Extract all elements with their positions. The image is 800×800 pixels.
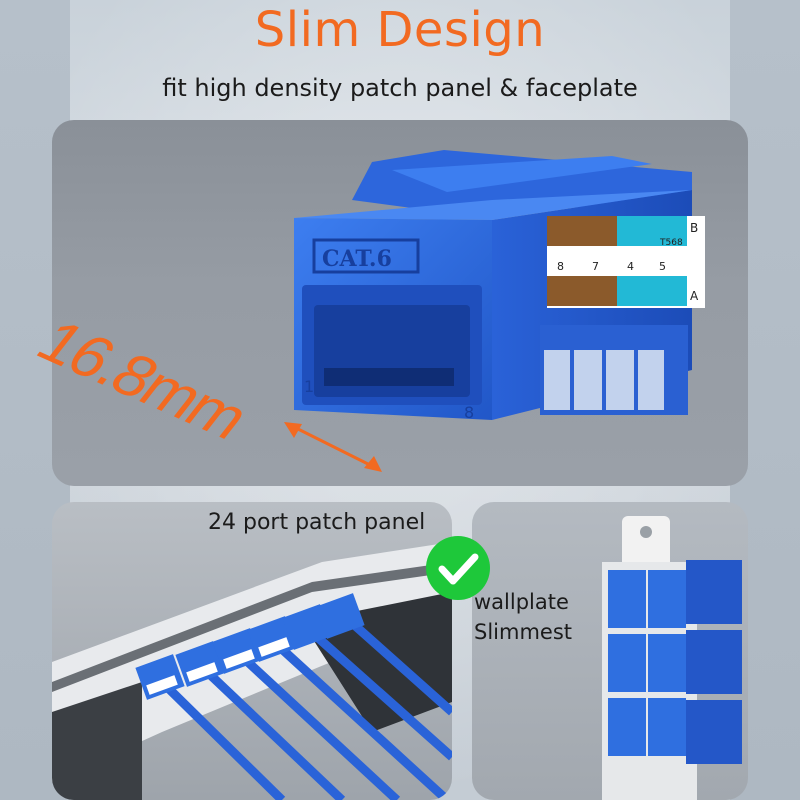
patch-panel-illustration xyxy=(52,542,452,800)
cables xyxy=(158,610,452,800)
patch-panel-label: 24 port patch panel xyxy=(208,510,426,535)
jack-labels xyxy=(146,637,290,695)
pin-7-label: 7 xyxy=(592,260,599,273)
page-subtitle: fit high density patch panel & faceplate xyxy=(162,74,638,102)
wiring-a-label: A xyxy=(690,289,699,303)
wiring-standard-label: T568 xyxy=(659,238,683,248)
wiring-label: 8 7 4 5 xyxy=(547,216,687,308)
patch-panel-image xyxy=(52,502,452,800)
ab-strip xyxy=(687,216,705,308)
keystone-panel: 8 7 4 5 B A T568 CAT.6 1 8 xyxy=(52,120,748,486)
wallplate-rear-jacks xyxy=(686,560,742,764)
wallplate-label: wallplate xyxy=(474,590,569,614)
pin-4-label: 4 xyxy=(627,260,634,273)
pin-8-label: 8 xyxy=(557,260,564,273)
pin-5-label: 5 xyxy=(659,260,666,273)
latch-highlight xyxy=(392,156,652,192)
double-arrow-icon xyxy=(284,422,382,472)
pin-8-port-label: 8 xyxy=(464,403,474,422)
pin-1-label: 1 xyxy=(304,377,314,396)
brand-text: CAT.6 xyxy=(322,246,392,272)
wallplate-illustration xyxy=(602,516,742,800)
wallplate-image xyxy=(472,502,748,800)
keystone-illustration: 8 7 4 5 B A T568 CAT.6 1 8 xyxy=(284,150,705,472)
jack-top-face xyxy=(294,190,692,220)
jack-contacts xyxy=(324,368,454,386)
wallplate-jacks xyxy=(608,570,686,756)
check-icon xyxy=(425,535,491,601)
panel-jacks xyxy=(135,593,365,700)
wiring-b-label: B xyxy=(690,221,698,235)
brand-frame xyxy=(312,238,420,274)
page-title: Slim Design xyxy=(254,2,546,58)
panel-bracket xyxy=(52,682,142,800)
panel-edge xyxy=(52,562,452,692)
slimmest-label: Slimmest xyxy=(474,620,573,644)
